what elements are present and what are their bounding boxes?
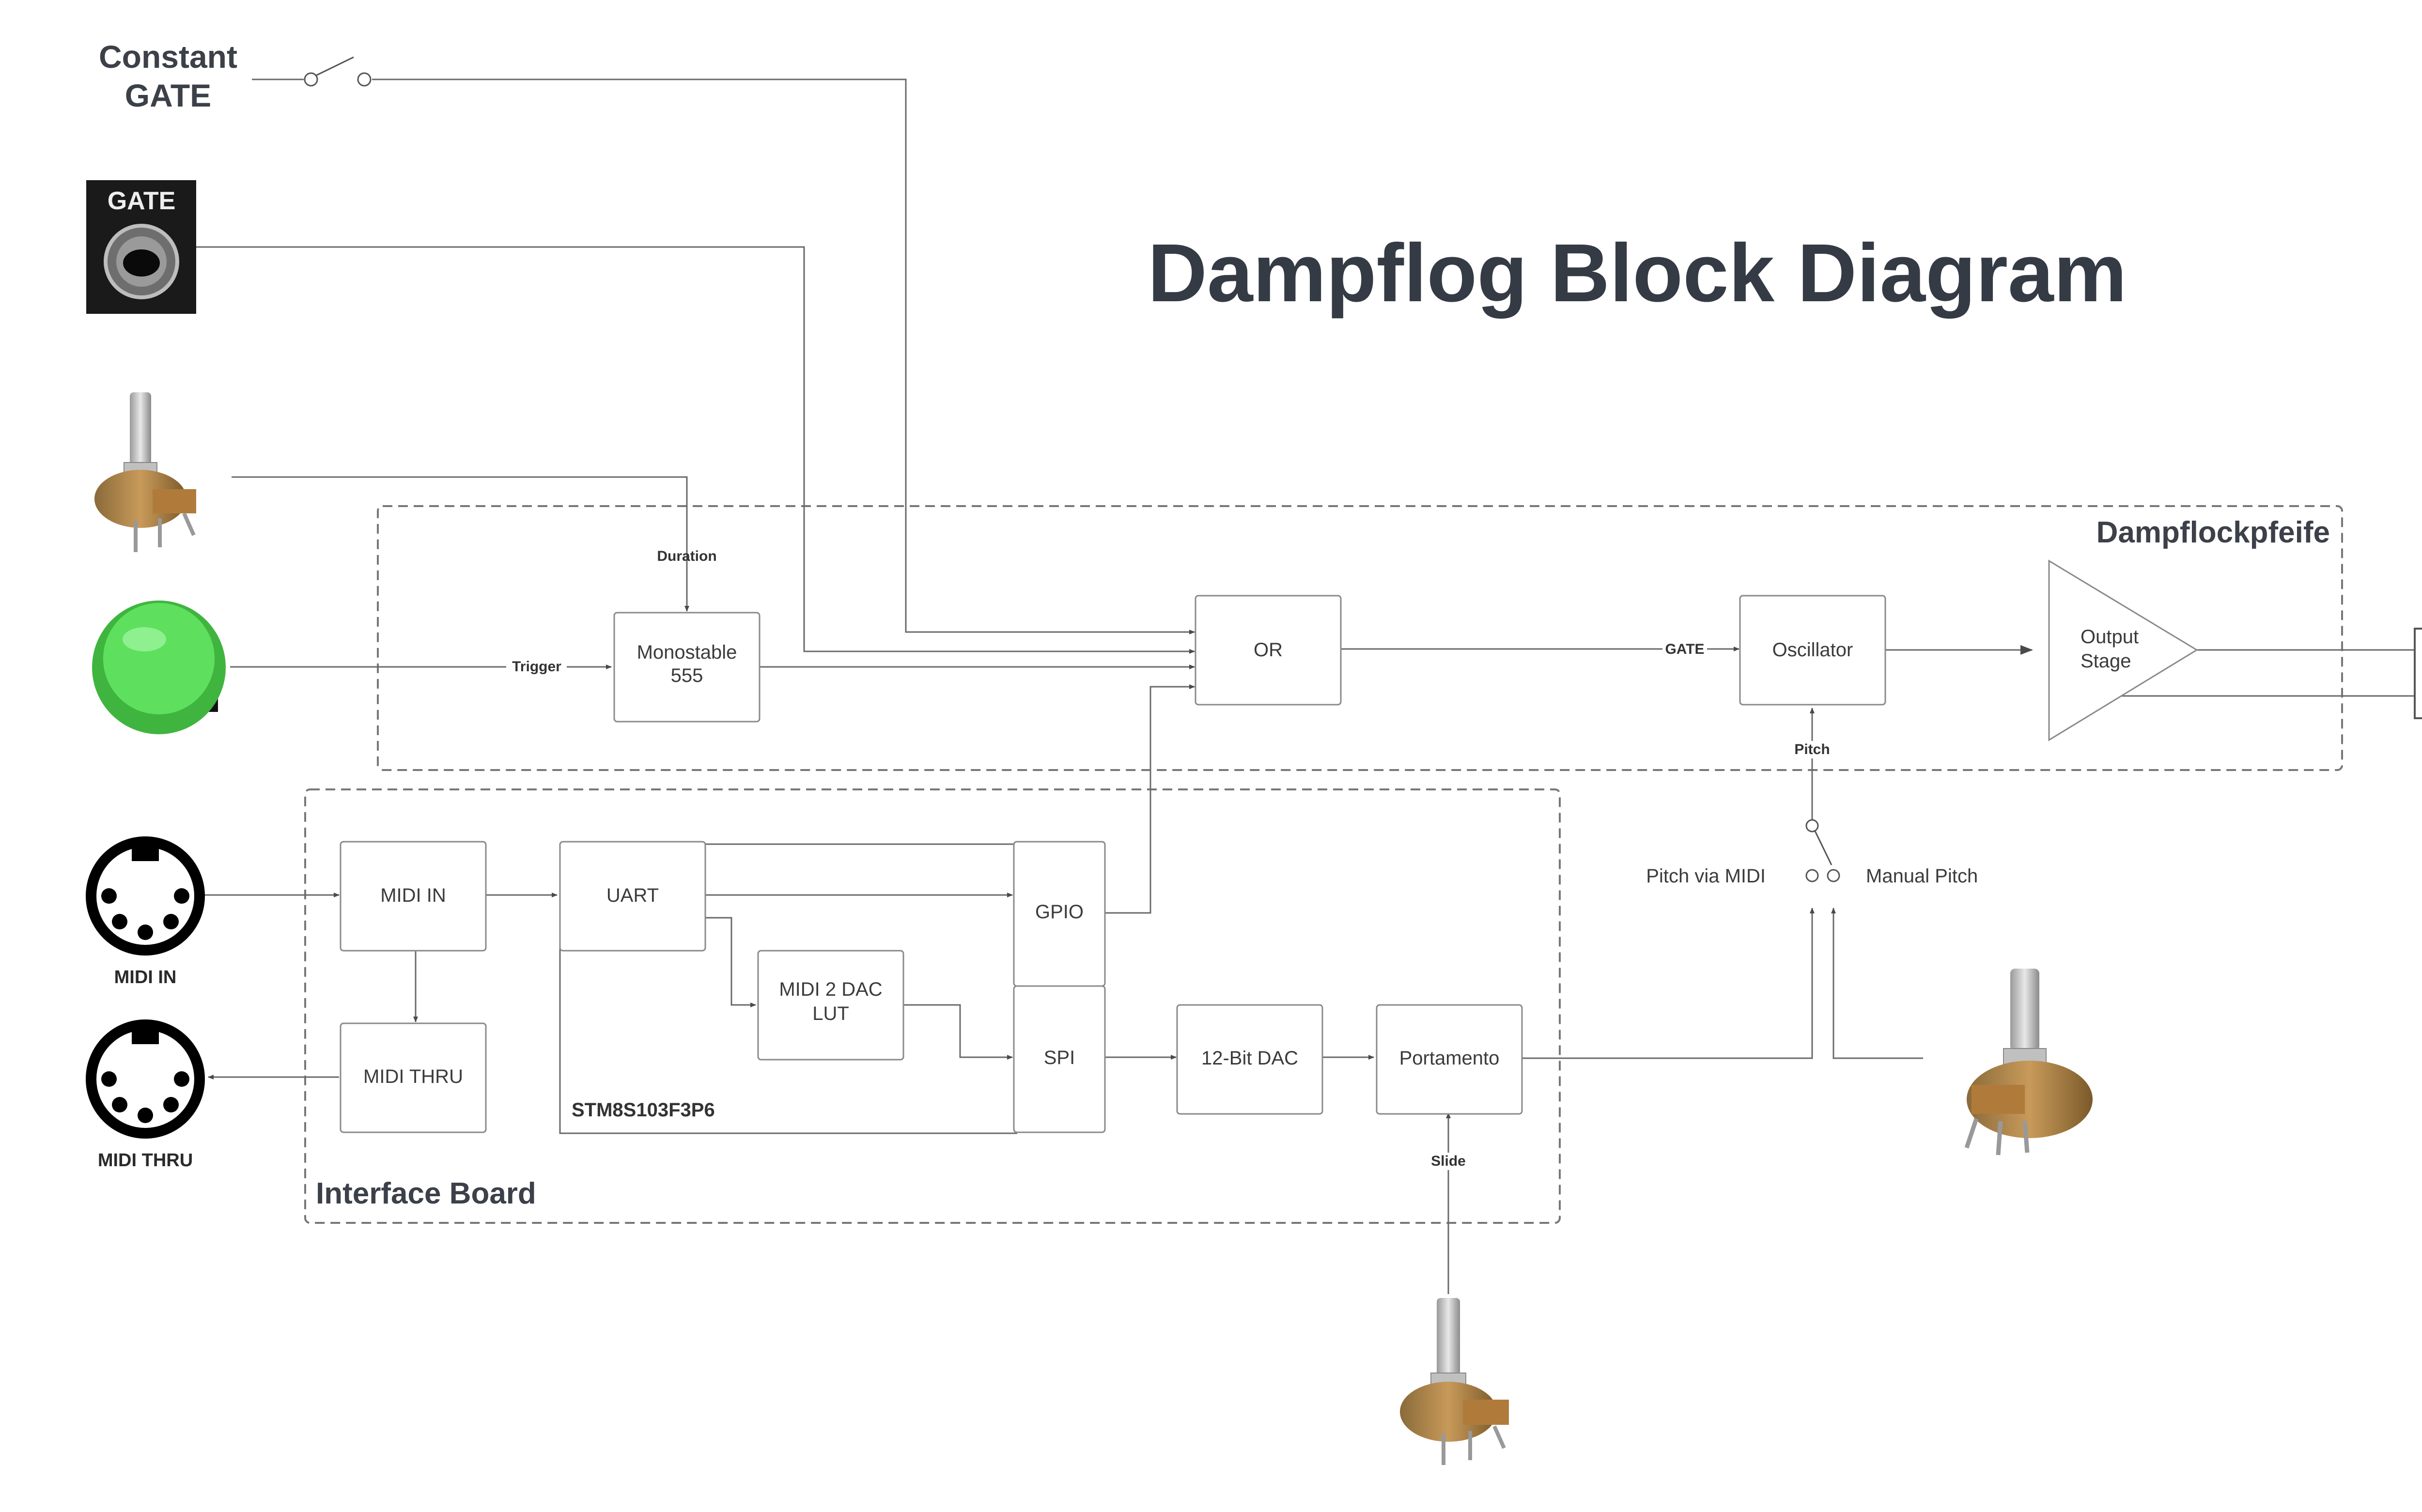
interface-board-label: Interface Board xyxy=(316,1177,536,1210)
mcu-label: STM8S103F3P6 xyxy=(572,1099,715,1121)
pitch-via-midi-label: Pitch via MIDI xyxy=(1646,865,1766,887)
or-block: OR xyxy=(1195,595,1342,706)
trigger-label: Trigger xyxy=(512,659,561,675)
uart-label: UART xyxy=(606,885,659,906)
duration-potentiometer-icon[interactable] xyxy=(94,392,196,552)
midi2dac-label-2: LUT xyxy=(812,1003,849,1024)
pitch-label: Pitch xyxy=(1794,741,1830,757)
wire-gate-jack-to-or xyxy=(196,246,1195,654)
wire-portamento-to-switch xyxy=(1522,908,1815,1059)
diagram-title: Dampflog Block Diagram xyxy=(1148,227,2127,319)
wire-gpio-to-or xyxy=(1105,684,1195,914)
wire-output-to-speaker xyxy=(2102,649,2415,697)
gpio-label: GPIO xyxy=(1035,901,1084,923)
wire-constant-gate-to-or xyxy=(372,78,1195,634)
interface-board-group xyxy=(304,788,1561,1224)
monostable-label-2: 555 xyxy=(671,665,703,686)
spi-label: SPI xyxy=(1044,1047,1075,1068)
or-label: OR xyxy=(1254,639,1283,661)
toggle-switch-icon[interactable] xyxy=(304,56,372,87)
midi-thru-block: MIDI THRU xyxy=(340,1022,487,1133)
spi-block: SPI xyxy=(1013,985,1106,1133)
slide-label: Slide xyxy=(1431,1153,1466,1169)
midi-in-connector-label: MIDI IN xyxy=(114,967,177,987)
output-stage-label-2: Stage xyxy=(2080,650,2131,672)
dac-label: 12-Bit DAC xyxy=(1201,1048,1298,1069)
portamento-label: Portamento xyxy=(1399,1048,1500,1069)
manual-pitch-potentiometer-icon[interactable] xyxy=(1964,969,2093,1156)
duration-label: Duration xyxy=(657,548,716,564)
arcade-button-icon[interactable] xyxy=(92,601,226,734)
speaker-icon xyxy=(2414,628,2422,719)
portamento-block: Portamento xyxy=(1376,1004,1523,1115)
gpio-block: GPIO xyxy=(1013,841,1106,987)
output-stage-block: Output Stage xyxy=(2048,559,2198,741)
oscillator-label: Oscillator xyxy=(1772,639,1853,661)
midi-in-block: MIDI IN xyxy=(340,841,487,952)
output-stage-label-1: Output xyxy=(2080,626,2139,648)
gate-jack-label: GATE xyxy=(108,187,176,215)
constant-gate-label-2: GATE xyxy=(125,77,211,113)
uart-block: UART xyxy=(559,841,706,952)
manual-pitch-label: Manual Pitch xyxy=(1866,865,1978,887)
dac-block: 12-Bit DAC xyxy=(1176,1004,1323,1115)
constant-gate-label-1: Constant xyxy=(99,39,237,75)
midi-thru-connector-label: MIDI THRU xyxy=(98,1150,193,1171)
midi2dac-label-1: MIDI 2 DAC xyxy=(779,979,882,1000)
pitch-select-switch[interactable] xyxy=(1805,819,1840,882)
slide-potentiometer-icon[interactable] xyxy=(1400,1298,1509,1465)
dampflockpfeife-label: Dampflockpfeife xyxy=(2096,516,2330,549)
wire-uart-to-lut xyxy=(705,917,756,1007)
gate-label: GATE xyxy=(1665,641,1704,657)
wire-lut-to-spi xyxy=(903,1004,1013,1060)
wire-manual-pitch xyxy=(1831,908,1923,1059)
monostable-label-1: Monostable xyxy=(637,642,737,663)
midi-thru-connector-icon[interactable] xyxy=(86,1019,205,1139)
midi-in-connector-icon[interactable] xyxy=(86,836,205,956)
midi-in-block-label: MIDI IN xyxy=(380,885,446,906)
wire-duration xyxy=(232,476,689,612)
dampflockpfeife-group xyxy=(377,505,2343,771)
midi2dac-lut-block: MIDI 2 DAC LUT xyxy=(757,950,904,1061)
oscillator-block: Oscillator xyxy=(1739,595,1886,706)
monostable-block: Monostable 555 xyxy=(613,612,761,723)
gate-jack-icon[interactable]: GATE xyxy=(86,180,196,314)
midi-thru-block-label: MIDI THRU xyxy=(363,1066,463,1087)
